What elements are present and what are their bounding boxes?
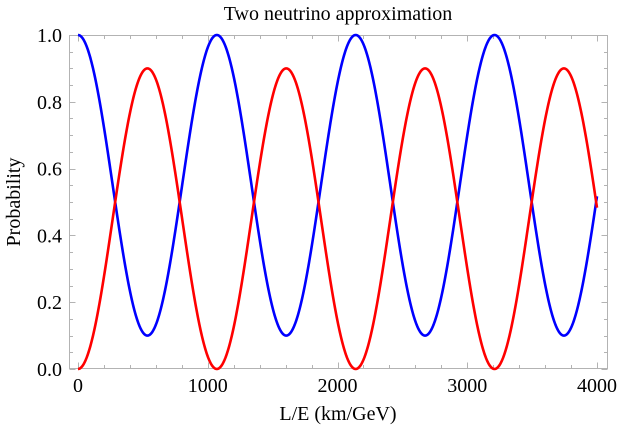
y-tick-label: 0.2 <box>37 292 62 314</box>
y-tick-label: 0.0 <box>37 359 62 381</box>
y-axis-tick-labels: 0.0 0.2 0.4 0.6 0.8 1.0 <box>37 25 62 381</box>
x-axis-tick-labels: 0 1000 2000 3000 4000 <box>73 375 617 397</box>
x-tick-label: 1000 <box>188 375 228 397</box>
x-tick-label: 0 <box>73 375 83 397</box>
x-tick-label: 4000 <box>577 375 617 397</box>
x-tick-label: 3000 <box>447 375 487 397</box>
x-tick-label: 2000 <box>318 375 358 397</box>
axis-ticks <box>69 35 608 370</box>
y-tick-label: 0.8 <box>37 92 62 114</box>
y-tick-label: 0.4 <box>37 225 62 247</box>
blue-survival-curve <box>77 33 599 337</box>
y-axis-label: Probability <box>3 158 25 247</box>
y-tick-label: 1.0 <box>37 25 62 47</box>
data-series <box>77 33 599 371</box>
y-tick-label: 0.6 <box>37 159 62 181</box>
plot-frame <box>69 35 608 369</box>
x-axis-label: L/E (km/GeV) <box>279 403 396 425</box>
chart-title: Two neutrino approximation <box>224 3 453 25</box>
red-oscillation-curve <box>77 67 599 371</box>
